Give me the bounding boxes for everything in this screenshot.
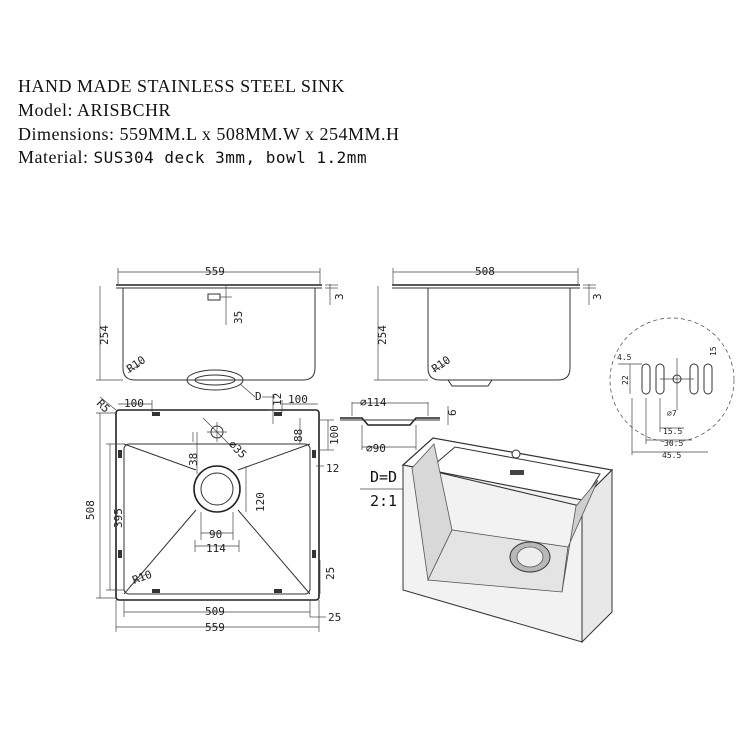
tap-diameter-label: ⌀35: [226, 438, 249, 461]
detail-4-5-label: 4.5: [617, 353, 632, 362]
spec-model: Model: ARISBCHR: [18, 100, 172, 120]
detail-45-5-label: 45.5: [662, 451, 681, 460]
front-radius-label: R10: [124, 353, 148, 375]
front-view: 559 254 R10 3 35 D: [96, 265, 346, 403]
detail-15-label: 15: [709, 346, 718, 356]
side-thickness-label: 3: [591, 293, 604, 300]
drain-inner-label: ⌀90: [366, 442, 386, 455]
side-25-label: 25: [324, 567, 337, 580]
tap-offset-y-label: 88: [292, 429, 305, 442]
inner-radius-label: R10: [131, 568, 154, 587]
sink-3d-view: [401, 437, 614, 644]
spec-material: Material: SUS304 deck 3mm, bowl 1.2mm: [18, 147, 367, 168]
drain-height-label: 6: [446, 409, 459, 416]
spec-dimensions: Dimensions: 559MM.L x 508MM.W x 254MM.H: [18, 124, 400, 144]
detail-dia7-label: ⌀7: [667, 409, 677, 418]
drain-detail: ⌀114 ⌀90 6: [340, 396, 459, 455]
bottom-559-label: 559: [205, 621, 225, 634]
spec-title: HAND MADE STAINLESS STEEL SINK: [18, 76, 345, 96]
tap-offset-x-label: 38: [187, 453, 200, 466]
top-view: ⌀35 38 R5 100 100 12 100 88 12 120: [84, 393, 341, 634]
front-height-label: 254: [98, 325, 111, 345]
inner-90-label: 90: [209, 528, 222, 541]
detail-15-5-label: 15.5: [663, 427, 682, 436]
side-height-label: 254: [376, 325, 389, 345]
section-marker-label: D: [255, 390, 262, 403]
section-title: D=D: [370, 468, 397, 486]
mark-12-side-label: 12: [326, 462, 339, 475]
ledge-left-label: 100: [124, 397, 144, 410]
overflow-slot: [207, 293, 221, 301]
front-thickness-label: 3: [333, 293, 346, 300]
detail-22-label: 22: [621, 375, 630, 385]
side-radius-label: R10: [429, 353, 453, 375]
spec-material-label: Material:: [18, 147, 94, 167]
depth-395-label: 395: [112, 508, 125, 528]
drain-outer-label: ⌀114: [360, 396, 387, 409]
mark-12-top-label: 12: [271, 393, 284, 406]
section-scale: 2:1: [370, 492, 397, 510]
width-508-label: 508: [84, 500, 97, 520]
inner-114-label: 114: [206, 542, 226, 555]
side-width-label: 508: [475, 265, 495, 278]
side-25b-label: 25: [328, 611, 341, 624]
drain-offset-label: 120: [254, 492, 267, 512]
ledge-side-label: 100: [328, 425, 341, 445]
front-width-label: 559: [205, 265, 225, 278]
detail-30-5-label: 30.5: [664, 439, 683, 448]
spec-material-value: SUS304 deck 3mm, bowl 1.2mm: [93, 148, 368, 167]
side-view: 508 254 R10 3: [374, 265, 604, 387]
ledge-right-label: 100: [288, 393, 308, 406]
bottom-509-label: 509: [205, 605, 225, 618]
overflow-detail: 4.5 22 15 ⌀7 15.5 30.5 45.5: [609, 317, 735, 460]
front-overflow-label: 35: [232, 311, 245, 324]
